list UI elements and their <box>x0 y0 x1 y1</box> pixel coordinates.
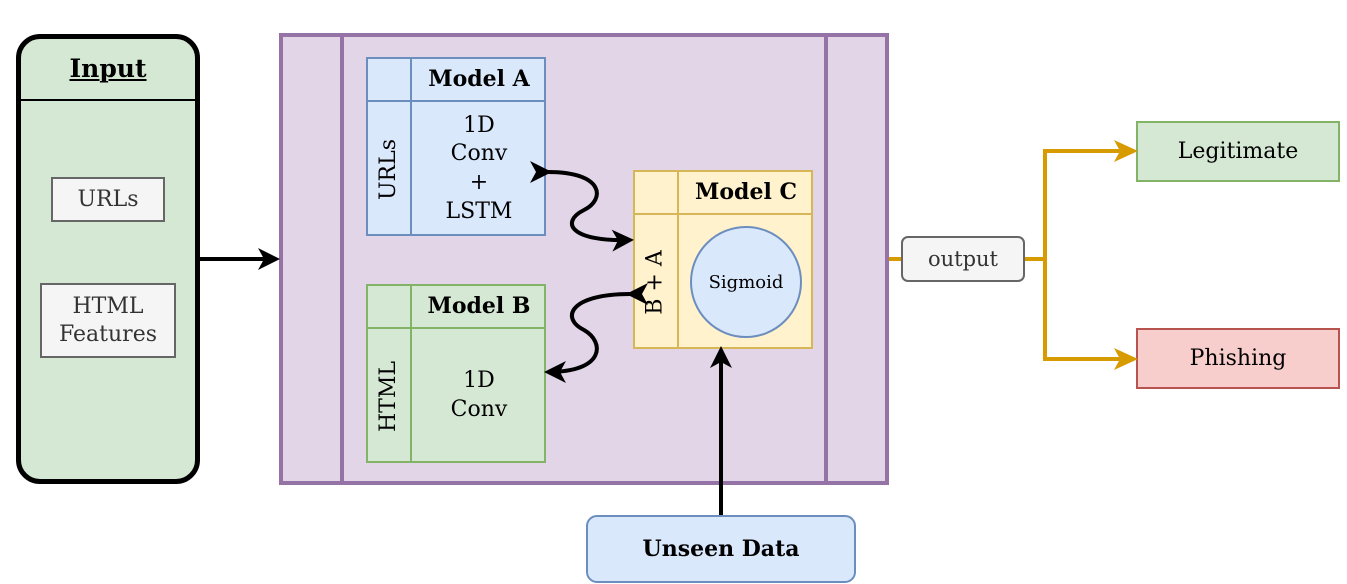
model-a-title: Model A <box>428 66 530 92</box>
sigmoid-node: Sigmoid <box>690 226 802 338</box>
model-b-title: Model B <box>427 293 531 319</box>
model-c-title: Model C <box>695 179 797 205</box>
output-label: output <box>901 236 1025 282</box>
model-b-body: 1D Conv <box>450 368 508 422</box>
input-divider <box>21 99 195 101</box>
model-a-to-c-link <box>529 160 634 252</box>
unseen-data-box: Unseen Data <box>586 515 856 583</box>
container-divider-right <box>824 35 828 483</box>
model-a-body: 1D Conv + LSTM <box>445 112 513 224</box>
input-panel <box>16 34 200 484</box>
model-b-table: Model B HTML 1D Conv <box>366 284 546 463</box>
input-title: Input <box>69 53 147 83</box>
container-divider-left <box>340 35 344 483</box>
model-b-to-c-link <box>544 282 649 383</box>
model-c-table: Model C B + A Sigmoid <box>633 170 813 349</box>
legitimate-box: Legitimate <box>1136 121 1340 182</box>
input-html-features-chip: HTML Features <box>40 283 176 358</box>
model-a-table: Model A URLs 1D Conv + LSTM <box>366 57 546 236</box>
input-urls-chip: URLs <box>51 177 165 222</box>
